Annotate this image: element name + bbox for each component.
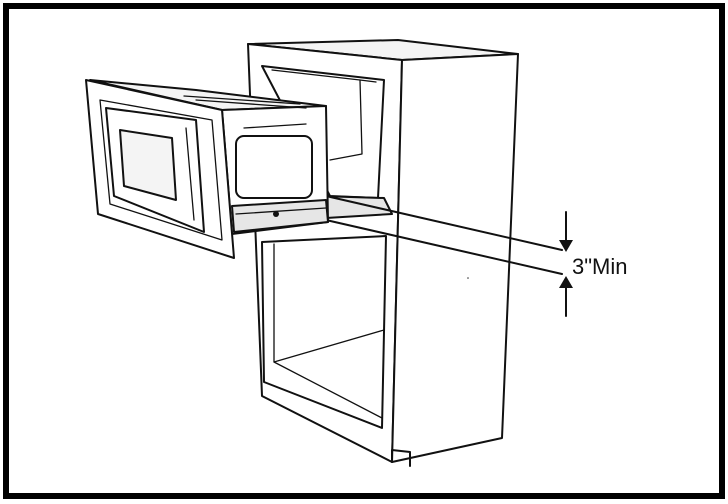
cabinet-toe-kick: [391, 449, 411, 467]
microwave-mount-screw: [273, 211, 279, 217]
cabinet-lower-opening-floor: [273, 361, 383, 419]
cabinet-upper-opening-edge: [359, 79, 377, 83]
microwave-vent-line-2: [195, 99, 307, 109]
microwave-side-window-top: [243, 123, 307, 129]
clearance-dimension: 3"Min: [559, 211, 628, 317]
shelf-top-surface: [317, 195, 393, 219]
microwave-bottom-rail-line: [235, 207, 327, 215]
cabinet-side-face: [391, 53, 519, 463]
dimension-arrow-bottom-head: [559, 276, 573, 288]
shelf-extension-bottom: [325, 219, 563, 275]
shelf-extension-top: [325, 195, 563, 251]
cabinet-lower-opening: [261, 235, 387, 429]
microwave-bottom-rail: [231, 199, 329, 233]
microwave-door-handle-edge: [185, 127, 195, 221]
paper-speck: [467, 277, 469, 279]
dimension-label: 3"Min: [572, 254, 628, 279]
cabinet-upper-opening-depth: [271, 69, 363, 161]
dimension-arrow-top-head: [559, 240, 573, 252]
microwave-oven: [85, 79, 329, 259]
microwave-side-window: [235, 135, 313, 199]
microwave-door-window: [119, 129, 177, 201]
microwave-vent-line: [183, 95, 301, 105]
